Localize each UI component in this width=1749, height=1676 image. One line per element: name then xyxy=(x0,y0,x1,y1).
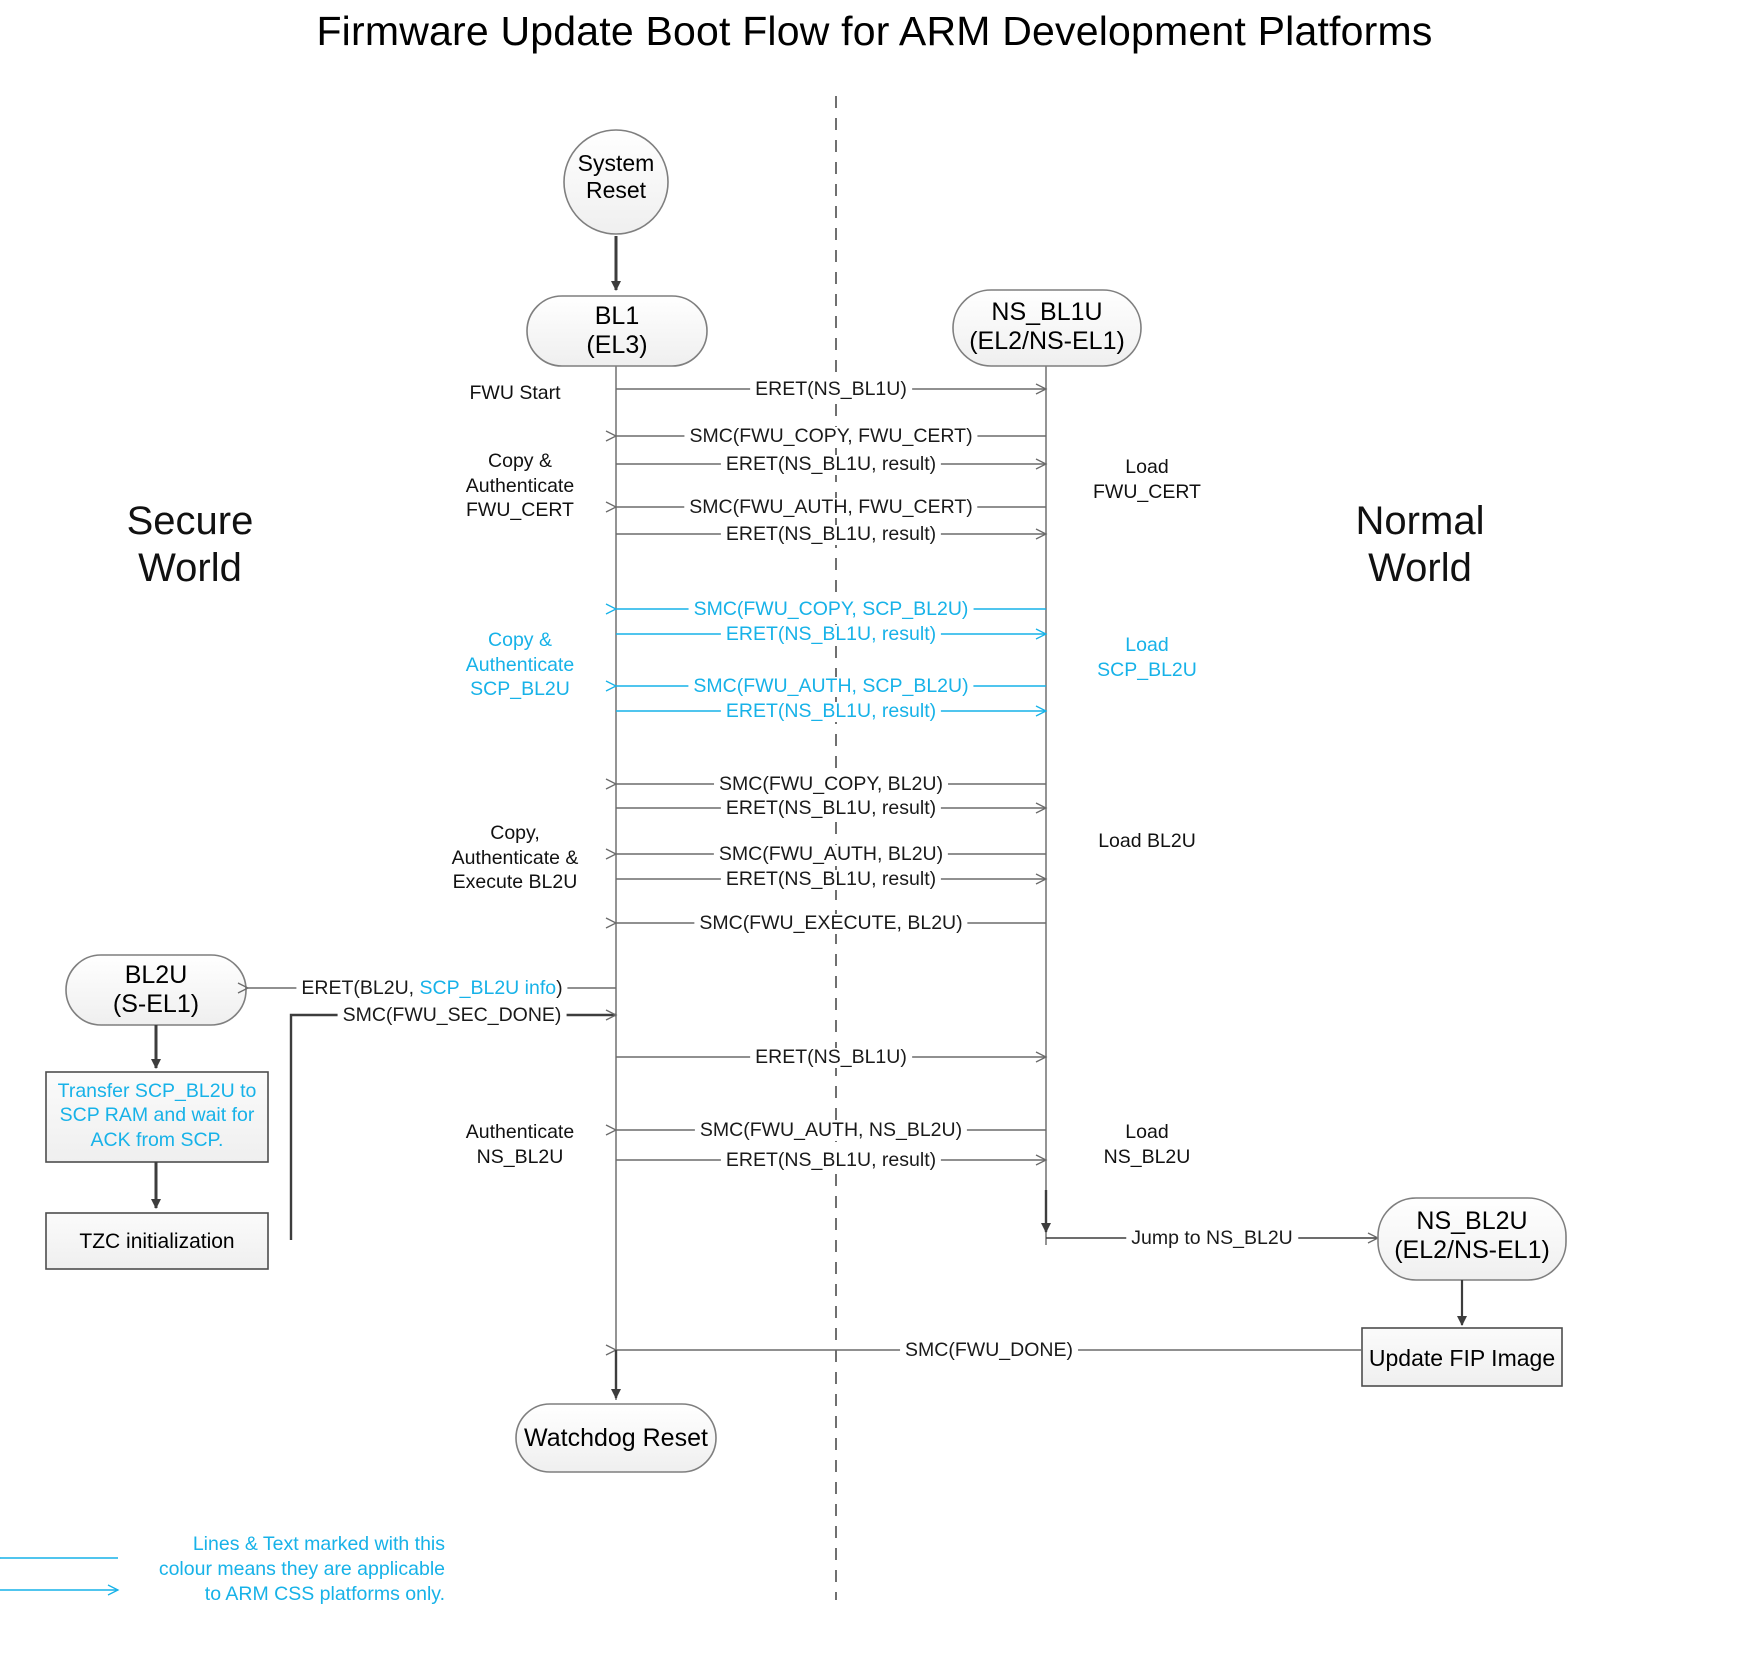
box-transfer-scp-label: Transfer SCP_BL2U to SCP RAM and wait fo… xyxy=(46,1079,268,1152)
message-label-m19: Jump to NS_BL2U xyxy=(1126,1228,1298,1249)
bl2u-line2: (S-EL1) xyxy=(112,990,200,1018)
message-label-m12: SMC(FWU_AUTH, BL2U) xyxy=(713,844,949,865)
secure-world-line2: World xyxy=(138,546,242,591)
annotation-r3-line1: Load BL2U xyxy=(1098,830,1196,852)
message-label-m6: SMC(FWU_COPY, SCP_BL2U) xyxy=(688,599,974,620)
message-label-m13: ERET(NS_BL1U, result) xyxy=(720,869,942,890)
annotation-r4-line2: NS_BL2U xyxy=(1103,1145,1191,1168)
annotation-r4-line1: Load xyxy=(1125,1121,1169,1143)
label-secure-world: Secure World xyxy=(60,498,320,592)
annotation-r1-line1: Load xyxy=(1125,456,1169,478)
message-label-m4: SMC(FWU_AUTH, FWU_CERT) xyxy=(684,497,978,518)
transfer-scp-line1: Transfer SCP_BL2U to xyxy=(57,1080,257,1102)
annotation-a5-line1: Authenticate xyxy=(465,1121,575,1143)
normal-world-line2: World xyxy=(1368,546,1472,591)
legend-text: Lines & Text marked with this colour mea… xyxy=(130,1532,445,1607)
annotation-a2-line2: Authenticate xyxy=(465,474,575,497)
legend-line2: colour means they are applicable xyxy=(158,1557,445,1580)
bl1-line1: BL1 xyxy=(594,302,640,330)
annotation-r1-line2: FWU_CERT xyxy=(1093,480,1201,503)
message-label-m1: ERET(NS_BL1U) xyxy=(750,379,912,400)
legend-line1: Lines & Text marked with this xyxy=(192,1533,445,1555)
system-reset-line1: System xyxy=(577,150,655,176)
annotation-a4-line1: Copy, xyxy=(490,822,540,844)
annotation-copy-auth-scp-bl2u: Copy & Authenticate SCP_BL2U xyxy=(430,628,610,702)
node-system-reset-label: System Reset xyxy=(548,150,684,203)
box-update-fip-label: Update FIP Image xyxy=(1362,1344,1562,1373)
annotation-a3-line1: Copy & xyxy=(488,629,552,651)
box-update-fip xyxy=(1361,1327,1563,1387)
annotation-a2-line3: FWU_CERT xyxy=(466,499,574,522)
message-label-m8: SMC(FWU_AUTH, SCP_BL2U) xyxy=(688,676,974,697)
transfer-scp-line2: SCP RAM and wait for xyxy=(59,1104,255,1127)
annotation-a3-line2: Authenticate xyxy=(465,653,575,676)
tzc-init-line1: TZC initialization xyxy=(79,1230,235,1253)
annotation-r2-line2: SCP_BL2U xyxy=(1097,658,1197,681)
annotation-authenticate-ns-bl2u: Authenticate NS_BL2U xyxy=(430,1120,610,1169)
node-ns-bl1u xyxy=(952,289,1142,367)
transfer-scp-line3: ACK from SCP. xyxy=(90,1128,224,1151)
ns-bl2u-line1: NS_BL2U xyxy=(1416,1207,1528,1235)
label-normal-world: Normal World xyxy=(1290,498,1550,592)
message-label-m3: ERET(NS_BL1U, result) xyxy=(720,454,942,475)
eret-bl2u-suffix: ) xyxy=(556,977,563,999)
message-label-m11: ERET(NS_BL1U, result) xyxy=(720,798,942,819)
page-title: Firmware Update Boot Flow for ARM Develo… xyxy=(316,8,1433,54)
message-label-m15: SMC(FWU_SEC_DONE) xyxy=(337,1005,567,1026)
annotation-load-ns-bl2u: Load NS_BL2U xyxy=(1062,1120,1232,1169)
annotation-fwu-start-line1: FWU Start xyxy=(469,382,561,404)
legend-line3: to ARM CSS platforms only. xyxy=(204,1582,445,1605)
message-label-m10: SMC(FWU_COPY, BL2U) xyxy=(714,774,948,795)
ns-bl1u-line1: NS_BL1U xyxy=(991,298,1103,326)
annotation-load-scp-bl2u: Load SCP_BL2U xyxy=(1062,633,1232,682)
annotation-a5-line2: NS_BL2U xyxy=(476,1145,564,1168)
annotation-a4-line3: Execute BL2U xyxy=(452,871,578,894)
message-label-m20: SMC(FWU_DONE) xyxy=(900,1340,1078,1361)
message-label-m5: ERET(NS_BL1U, result) xyxy=(720,524,942,545)
ns-bl2u-line2: (EL2/NS-EL1) xyxy=(1394,1236,1550,1264)
eret-bl2u-prefix: ERET(BL2U, xyxy=(301,977,420,999)
annotation-load-bl2u: Load BL2U xyxy=(1062,829,1232,854)
message-label-m2: SMC(FWU_COPY, FWU_CERT) xyxy=(684,426,978,447)
system-reset-line2: Reset xyxy=(585,176,647,203)
bl2u-line1: BL2U xyxy=(124,961,188,989)
message-label-m9: ERET(NS_BL1U, result) xyxy=(720,701,942,722)
bl1-line2: (EL3) xyxy=(586,331,648,359)
annotation-copy-auth-fwu-cert: Copy & Authenticate FWU_CERT xyxy=(430,449,610,523)
node-ns-bl2u-label: NS_BL2U (EL2/NS-EL1) xyxy=(1366,1207,1578,1265)
secure-world-line1: Secure xyxy=(126,499,254,543)
eret-bl2u-cyan-part: SCP_BL2U info xyxy=(419,977,557,999)
update-fip-line1: Update FIP Image xyxy=(1368,1345,1556,1371)
annotation-a2-line1: Copy & xyxy=(488,450,552,472)
node-bl1 xyxy=(526,295,708,367)
message-label-m17: SMC(FWU_AUTH, NS_BL2U) xyxy=(694,1120,968,1141)
message-label-m16: ERET(NS_BL1U) xyxy=(750,1047,912,1068)
box-tzc-init-label: TZC initialization xyxy=(46,1229,268,1255)
ns-bl1u-line2: (EL2/NS-EL1) xyxy=(969,327,1125,355)
message-label-eret-bl2u: ERET(BL2U, SCP_BL2U info) xyxy=(296,977,568,999)
node-system-reset xyxy=(563,129,669,235)
message-label-m7: ERET(NS_BL1U, result) xyxy=(720,624,942,645)
watchdog-reset-line1: Watchdog Reset xyxy=(524,1424,708,1452)
annotation-fwu-start: FWU Start xyxy=(430,381,600,406)
message-label-m18: ERET(NS_BL1U, result) xyxy=(720,1150,942,1171)
node-bl2u-label: BL2U (S-EL1) xyxy=(66,961,246,1019)
node-watchdog-reset xyxy=(515,1403,717,1473)
node-ns-bl2u xyxy=(1377,1197,1567,1281)
annotation-load-fwu-cert: Load FWU_CERT xyxy=(1062,455,1232,504)
node-ns-bl1u-label: NS_BL1U (EL2/NS-EL1) xyxy=(938,298,1156,356)
annotation-a4-line2: Authenticate & xyxy=(451,846,579,869)
annotation-a3-line3: SCP_BL2U xyxy=(470,678,570,701)
annotation-r2-line1: Load xyxy=(1125,634,1169,656)
box-tzc-init xyxy=(45,1212,269,1270)
annotation-copy-auth-exec-bl2u: Copy, Authenticate & Execute BL2U xyxy=(420,821,610,895)
message-label-m14: SMC(FWU_EXECUTE, BL2U) xyxy=(694,913,968,934)
node-watchdog-reset-label: Watchdog Reset xyxy=(516,1424,716,1453)
node-bl1-label: BL1 (EL3) xyxy=(527,302,707,360)
box-transfer-scp xyxy=(45,1071,269,1163)
normal-world-line1: Normal xyxy=(1355,499,1485,543)
